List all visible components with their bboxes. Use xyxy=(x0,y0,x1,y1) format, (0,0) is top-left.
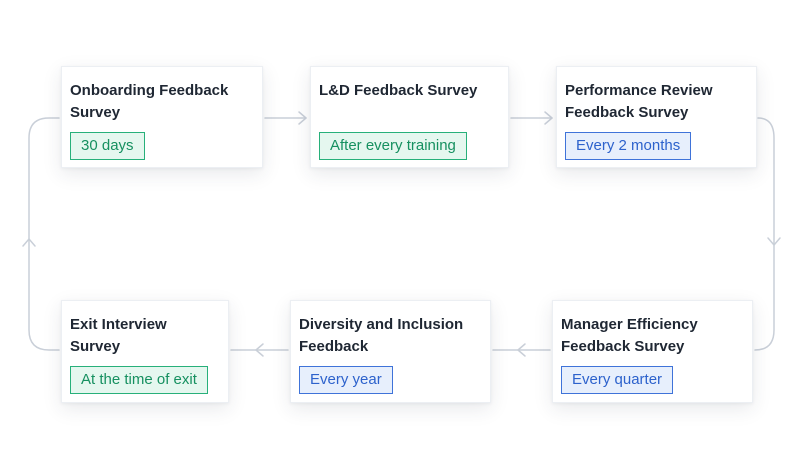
survey-card-manager: Manager Efficiency Feedback Survey Every… xyxy=(552,300,753,403)
frequency-badge: 30 days xyxy=(70,132,145,160)
card-title-line: Manager Efficiency xyxy=(561,316,698,333)
card-title: L&D Feedback Survey xyxy=(319,80,500,102)
survey-card-diversity: Diversity and Inclusion Feedback Every y… xyxy=(290,300,491,403)
card-title-line: Feedback Survey xyxy=(561,338,685,355)
card-title-line: Survey xyxy=(70,104,121,121)
card-title-line: Onboarding Feedback xyxy=(70,82,229,99)
arrow-head-icon xyxy=(517,343,526,357)
connector-performance-to-manager xyxy=(754,117,775,351)
frequency-badge: After every training xyxy=(319,132,467,160)
card-title-line: L&D Feedback Survey xyxy=(319,82,478,99)
arrow-head-icon xyxy=(544,111,553,125)
card-title-line: Feedback xyxy=(299,338,369,355)
card-title-line: Performance Review xyxy=(565,82,713,99)
card-title: Manager Efficiency Feedback Survey xyxy=(561,314,744,358)
survey-card-performance: Performance Review Feedback Survey Every… xyxy=(556,66,757,168)
card-title-line: Exit Interview xyxy=(70,316,167,333)
card-title: Performance Review Feedback Survey xyxy=(565,80,748,124)
frequency-badge: At the time of exit xyxy=(70,366,208,394)
frequency-badge: Every quarter xyxy=(561,366,674,394)
card-title: Onboarding Feedback Survey xyxy=(70,80,254,124)
card-title: Exit Interview Survey xyxy=(70,314,220,358)
survey-card-onboarding: Onboarding Feedback Survey 30 days xyxy=(61,66,263,168)
survey-card-ld: L&D Feedback Survey After every training xyxy=(310,66,509,168)
card-title-line: Feedback Survey xyxy=(565,104,689,121)
card-title-line: Survey xyxy=(70,338,121,355)
card-title: Diversity and Inclusion Feedback xyxy=(299,314,482,358)
frequency-badge: Every year xyxy=(299,366,393,394)
arrow-head-icon xyxy=(22,238,36,247)
frequency-badge: Every 2 months xyxy=(565,132,692,160)
arrow-head-icon xyxy=(298,111,307,125)
card-title-line: Diversity and Inclusion xyxy=(299,316,464,333)
survey-card-exit: Exit Interview Survey At the time of exi… xyxy=(61,300,229,403)
arrow-head-icon xyxy=(255,343,264,357)
arrow-head-icon xyxy=(767,237,781,246)
connector-exit-to-onboarding xyxy=(28,117,60,351)
